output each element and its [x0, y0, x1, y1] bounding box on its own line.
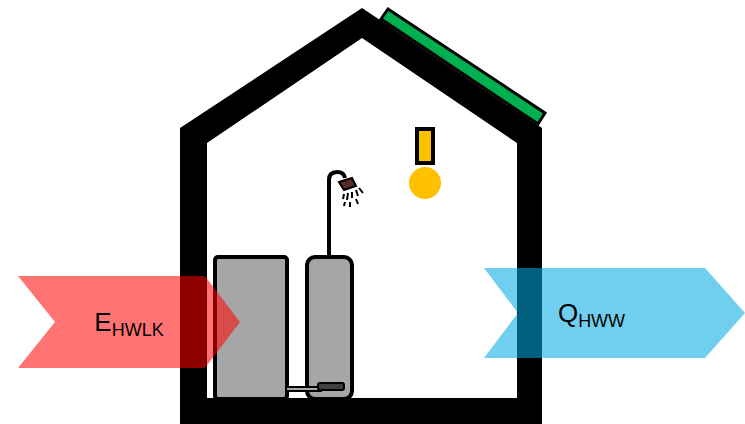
- heat-arrow: QHWW: [484, 268, 745, 358]
- water-drops: [343, 188, 363, 207]
- arrow-fill: [484, 268, 745, 358]
- heating-coil: [318, 383, 344, 390]
- quantity-symbol: Q: [558, 298, 578, 329]
- quantity-subscript: HWLK: [112, 320, 164, 341]
- shower-head: [339, 178, 356, 190]
- house-wall: [180, 8, 542, 424]
- energy-arrow: EHWLK: [18, 276, 240, 368]
- pipe-core: [287, 388, 322, 390]
- pipe: [287, 386, 322, 392]
- quantity-label: EHWLK: [18, 276, 240, 368]
- quantity-subscript: HWW: [578, 311, 625, 332]
- arrow-fill: [18, 276, 240, 368]
- solar-panel: [381, 9, 545, 124]
- house-interior: [207, 38, 517, 398]
- light-bulb: [409, 167, 441, 199]
- bulb-base: [417, 129, 433, 163]
- quantity-symbol: E: [94, 307, 111, 338]
- storage-tank: [307, 257, 352, 399]
- quantity-label: QHWW: [484, 268, 745, 358]
